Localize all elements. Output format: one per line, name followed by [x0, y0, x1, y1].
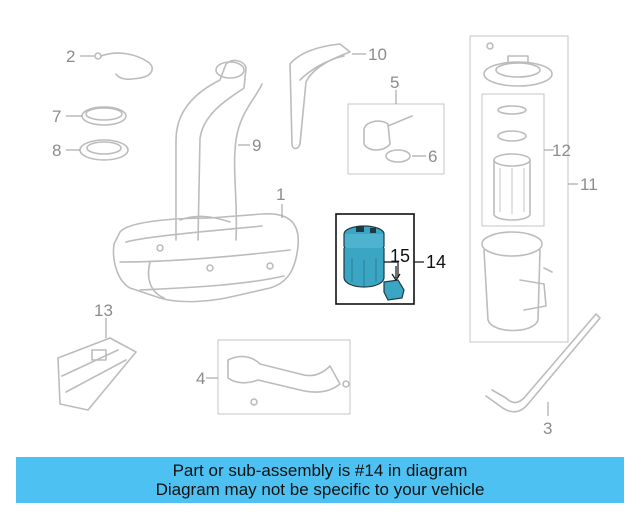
callout-15: 15 [390, 246, 410, 266]
pump-module-part-11 [469, 35, 578, 343]
callout-5: 5 [390, 73, 399, 92]
mount-bracket-part-4 [206, 339, 351, 415]
callout-13: 13 [94, 301, 113, 320]
callout-2: 2 [66, 47, 75, 66]
cap-tether-part-2 [80, 52, 153, 80]
callout-3: 3 [543, 419, 552, 438]
banner-line-2: Diagram may not be specific to your vehi… [155, 480, 485, 499]
callout-8: 8 [52, 141, 61, 160]
callout-7: 7 [52, 107, 61, 126]
tank-strap-part-3 [485, 313, 601, 416]
callout-9: 9 [252, 136, 261, 155]
retaining-ring-part-7 [66, 106, 127, 126]
sensor-assembly-part-5 [347, 90, 445, 175]
callout-1: 1 [276, 185, 285, 204]
callout-4: 4 [196, 369, 205, 388]
callout-6: 6 [428, 147, 437, 166]
callout-10: 10 [368, 45, 387, 64]
callout-11: 11 [580, 175, 598, 194]
callout-14: 14 [426, 252, 446, 272]
control-unit-part-13 [57, 318, 137, 411]
heat-shield-part-10 [289, 43, 366, 150]
parts-diagram: 1 9 2 7 8 10 [52, 35, 601, 438]
fuel-tank-part-1 [112, 204, 300, 303]
callout-12: 12 [552, 141, 571, 160]
filler-neck-part-9 [175, 59, 263, 241]
banner-line-1: Part or sub-assembly is #14 in diagram [172, 461, 468, 480]
info-banner: Part or sub-assembly is #14 in diagram D… [16, 457, 624, 503]
seal-ring-part-8 [66, 139, 129, 161]
fuel-pump-part-14 [335, 213, 424, 305]
